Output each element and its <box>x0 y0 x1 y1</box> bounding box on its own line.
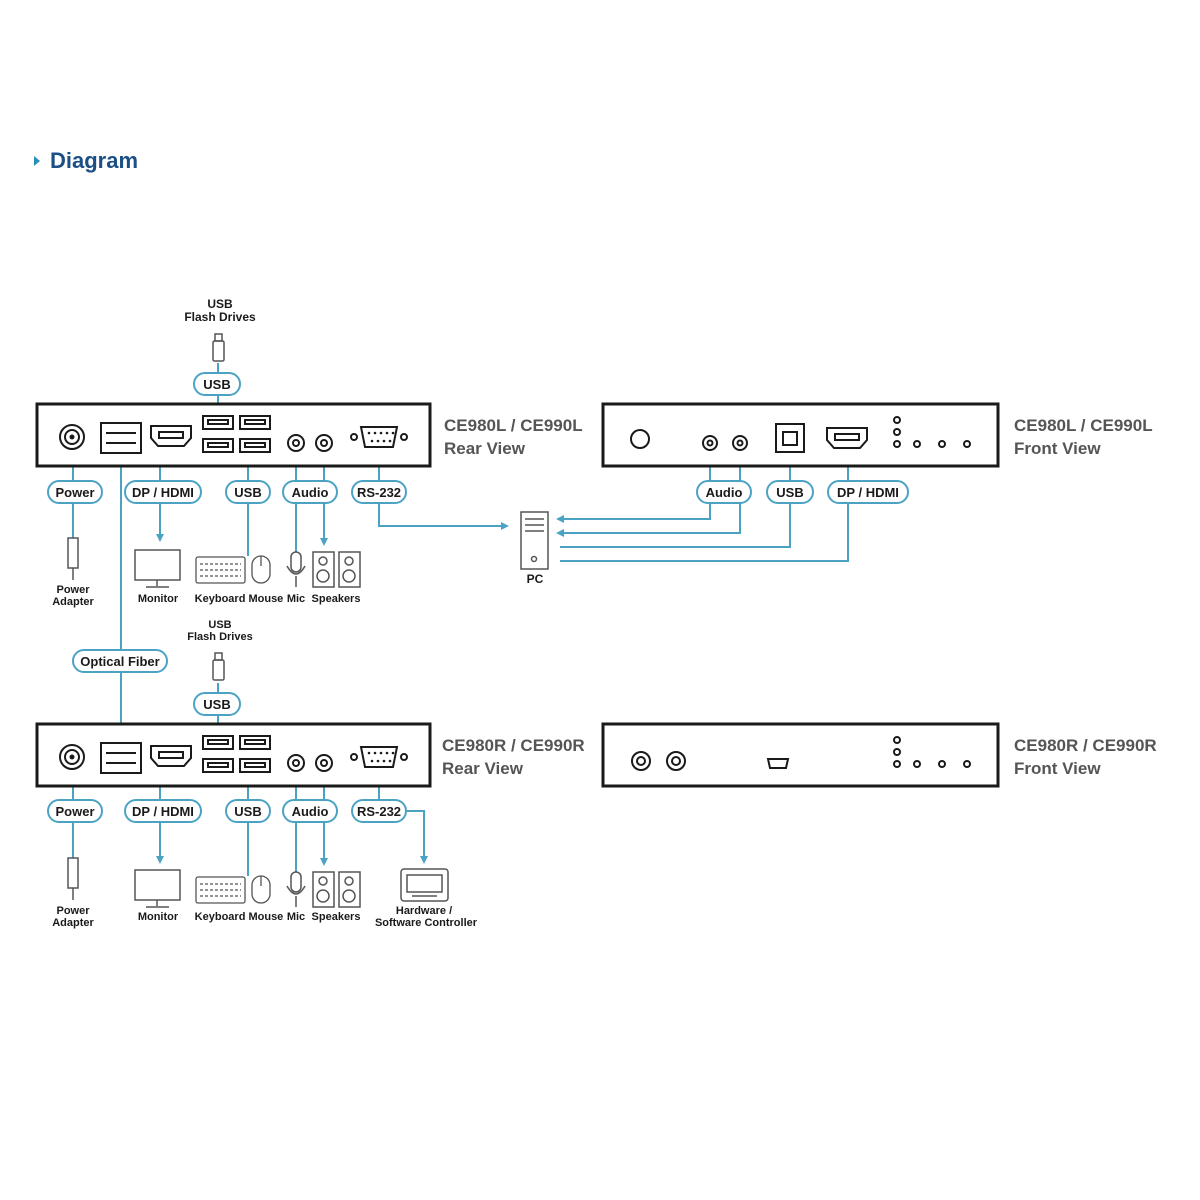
svg-text:Software Controller: Software Controller <box>375 917 478 929</box>
pill-usb-l: USB <box>234 485 261 500</box>
power-jack-icon <box>59 424 85 450</box>
remote-rear-view: Rear View <box>442 759 524 778</box>
power-jack-icon <box>59 744 85 770</box>
page-title: Diagram <box>50 148 139 173</box>
svg-text:Speakers: Speakers <box>312 593 361 605</box>
local-front-unit <box>601 402 1000 468</box>
microphone-icon <box>286 551 306 587</box>
local-rear-name: CE980L / CE990L <box>444 416 583 435</box>
peripherals: USB Flash Drives USB Flash Drives Power … <box>52 297 549 929</box>
local-front-name: CE980L / CE990L <box>1014 416 1153 435</box>
svg-text:Power: Power <box>56 905 90 917</box>
svg-text:Monitor: Monitor <box>138 593 179 605</box>
sfp-port-icon <box>100 422 142 454</box>
usb-flash-label-1: USB <box>207 297 233 311</box>
hdmi-port-icon <box>826 427 868 449</box>
pill-power-r: Power <box>55 804 94 819</box>
remote-front-unit <box>601 722 1000 788</box>
pill-audio-r: Audio <box>292 804 329 819</box>
sfp-port-icon <box>100 742 142 774</box>
pill-rs232-r: RS-232 <box>357 804 401 819</box>
pill-rs232-l: RS-232 <box>357 485 401 500</box>
usb-b-port-icon <box>775 423 805 453</box>
svg-text:Mic: Mic <box>287 911 305 923</box>
audio-cable-to-pc <box>556 503 711 523</box>
mouse-icon <box>251 555 271 584</box>
power-adapter-icon <box>67 857 79 900</box>
power-adapter-icon <box>67 537 79 580</box>
usb-ports-icon <box>202 415 271 453</box>
controller-icon <box>400 868 449 902</box>
microphone-icon <box>286 871 306 907</box>
hdmi-port-icon <box>150 425 192 447</box>
pill-audio-front-l: Audio <box>706 485 743 500</box>
speakers-icon <box>312 871 361 908</box>
pill-usb-flash-r: USB <box>203 697 230 712</box>
usb-flash-drive-icon <box>212 652 225 681</box>
usb-flash-label-2: Flash Drives <box>187 631 252 643</box>
port-pills: Power DP / HDMI USB Audio RS-232 USB Aud… <box>47 372 909 823</box>
monitor-icon <box>134 869 181 908</box>
keyboard-icon <box>195 876 246 904</box>
pc-tower-icon <box>520 511 549 570</box>
pill-dp-hdmi-l: DP / HDMI <box>132 485 194 500</box>
pill-dp-hdmi-front-l: DP / HDMI <box>837 485 899 500</box>
remote-rear-unit <box>35 722 432 788</box>
pill-audio-l: Audio <box>292 485 329 500</box>
rs232-port-icon <box>350 746 408 768</box>
audio-jacks-icon <box>631 751 686 771</box>
rs232-port-icon <box>350 426 408 448</box>
local-front-view: Front View <box>1014 439 1101 458</box>
svg-text:Adapter: Adapter <box>52 596 94 608</box>
pill-power-l: Power <box>55 485 94 500</box>
pill-usb-front-l: USB <box>776 485 803 500</box>
status-leds-icon <box>893 736 971 768</box>
keyboard-icon <box>195 556 246 584</box>
pill-usb-flash-l: USB <box>203 377 230 392</box>
usb-cable-to-pc <box>560 503 791 548</box>
audio-jacks-icon <box>287 434 333 452</box>
svg-text:Adapter: Adapter <box>52 917 94 929</box>
pill-dp-hdmi-r: DP / HDMI <box>132 804 194 819</box>
local-rear-view: Rear View <box>444 439 526 458</box>
hdmi-cable-to-pc <box>560 503 849 562</box>
monitor-icon <box>134 549 181 588</box>
local-rear-unit <box>35 402 432 468</box>
audio-jacks-icon <box>287 754 333 772</box>
remote-front-name: CE980R / CE990R <box>1014 736 1157 755</box>
pill-optical-fiber: Optical Fiber <box>80 654 159 669</box>
remote-rear-name: CE980R / CE990R <box>442 736 585 755</box>
usb-ports-icon <box>202 735 271 773</box>
hdmi-port-icon <box>150 745 192 767</box>
status-leds-icon <box>893 416 971 448</box>
svg-text:Keyboard Mouse: Keyboard Mouse <box>195 593 284 605</box>
svg-text:Monitor: Monitor <box>138 911 179 923</box>
reset-button-icon <box>630 429 650 449</box>
svg-text:PC: PC <box>527 572 544 586</box>
audio-jacks-icon <box>702 435 748 451</box>
rs232-cable-to-pc <box>378 503 509 530</box>
pill-usb-r: USB <box>234 804 261 819</box>
remote-front-view: Front View <box>1014 759 1101 778</box>
usb-flash-drive-icon <box>212 333 225 362</box>
svg-text:Power: Power <box>56 584 90 596</box>
section-header: Diagram <box>34 146 138 176</box>
mouse-icon <box>251 875 271 904</box>
caret-icon <box>34 156 40 166</box>
svg-text:Speakers: Speakers <box>312 911 361 923</box>
svg-text:Keyboard Mouse: Keyboard Mouse <box>195 911 284 923</box>
svg-text:Mic: Mic <box>287 593 305 605</box>
svg-text:Hardware /: Hardware / <box>396 905 452 917</box>
usb-flash-label-1: USB <box>208 619 231 631</box>
usb-flash-label-2: Flash Drives <box>184 310 256 324</box>
micro-usb-port-icon <box>766 758 790 769</box>
speakers-icon <box>312 551 361 588</box>
rs232-cable-to-controller <box>404 810 428 864</box>
